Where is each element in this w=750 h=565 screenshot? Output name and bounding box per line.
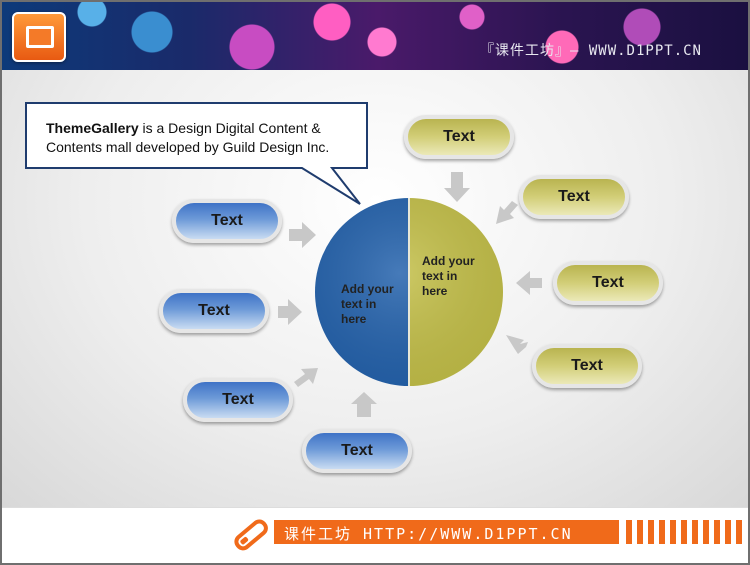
left-item-4[interactable]: Text — [302, 429, 412, 473]
footer-bar — [274, 520, 619, 544]
arrow-icon — [496, 201, 518, 224]
presentation-logo-icon — [12, 12, 66, 62]
arrows — [278, 172, 542, 417]
pie-right-label: Add your text in here — [422, 254, 475, 298]
right-item-4[interactable]: Text — [532, 344, 642, 388]
arrow-icon — [516, 271, 542, 295]
pie-chart — [315, 198, 503, 386]
pie-left-label: Add your text in here — [341, 282, 394, 326]
right-item-3[interactable]: Text — [553, 261, 663, 305]
header-banner: 『课件工坊』— WWW.D1PPT.CN — [2, 2, 748, 70]
left-item-3[interactable]: Text — [183, 378, 293, 422]
callout-body: is a Design Digital Content & Contents m… — [46, 120, 330, 155]
arrow-icon — [506, 335, 528, 354]
arrow-icon — [278, 299, 302, 325]
arrow-icon — [289, 222, 316, 248]
callout-text: ThemeGallery is a Design Digital Content… — [46, 119, 356, 157]
left-item-1[interactable]: Text — [172, 199, 282, 243]
arrow-icon — [444, 172, 470, 202]
left-item-2[interactable]: Text — [159, 289, 269, 333]
arrow-icon — [294, 368, 318, 387]
footer-text[interactable]: 课件工坊 HTTP://WWW.D1PPT.CN — [284, 525, 573, 543]
footer-stripes — [626, 520, 746, 544]
callout-brand: ThemeGallery — [46, 120, 139, 136]
arrow-icon — [351, 392, 377, 417]
header-title: 『课件工坊』— WWW.D1PPT.CN — [479, 43, 702, 59]
pencil-icon — [234, 519, 268, 551]
speech-callout-bubble — [25, 102, 368, 205]
right-item-1[interactable]: Text — [404, 115, 514, 159]
right-item-2[interactable]: Text — [519, 175, 629, 219]
